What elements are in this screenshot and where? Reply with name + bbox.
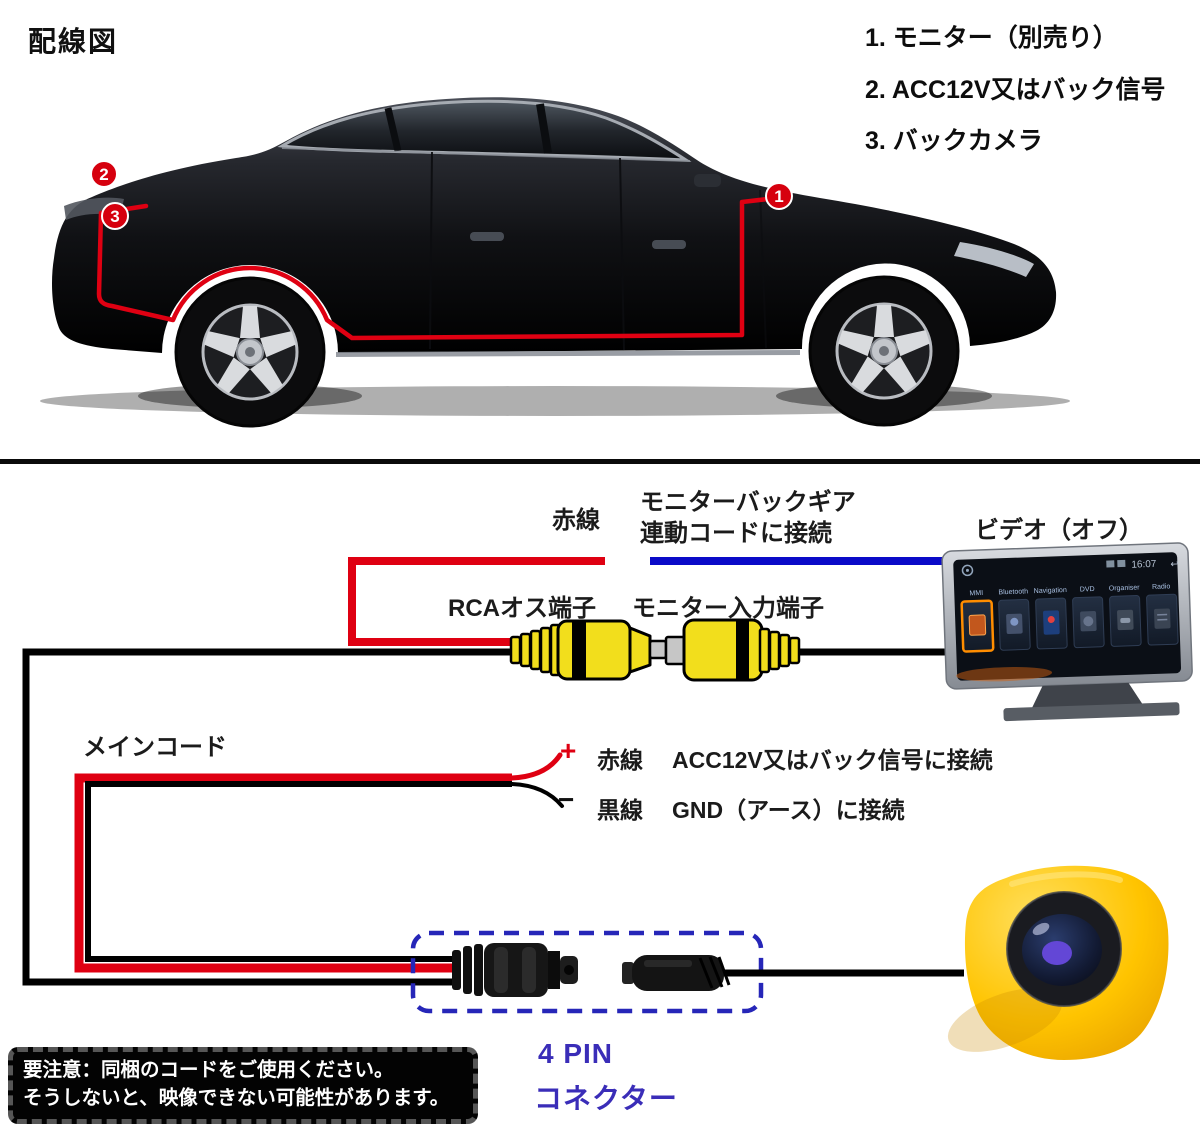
camera-lens-iris <box>1042 941 1072 965</box>
legend-item-acc: 2. ACC12V又はバック信号 <box>865 76 1166 104</box>
menu-label: DVD <box>1080 586 1095 594</box>
rocker-trim <box>336 350 800 357</box>
door-handle-rear <box>470 232 504 241</box>
menu-label: Organiser <box>1109 584 1141 592</box>
legend-item-camera: 3. バックカメラ <box>865 127 1043 155</box>
rca-female-connector <box>664 618 801 682</box>
black-branch-curve <box>510 782 564 808</box>
headlight <box>954 242 1034 277</box>
status-icon <box>1117 559 1126 568</box>
red-wire-label: 赤線 <box>552 507 600 534</box>
gnd-wire-text: GND（アース）に接続 <box>672 797 905 823</box>
marker-2: 2 <box>90 160 118 188</box>
rca-pin <box>648 639 668 660</box>
marker-1-number: 1 <box>774 187 783 206</box>
menu-label: Bluetooth <box>998 588 1028 596</box>
car-windows <box>277 99 692 162</box>
main-cord-black-wire <box>85 781 512 962</box>
four-pin-label-line2: コネクター <box>534 1083 678 1114</box>
red-trigger-wire <box>348 557 605 646</box>
video-off-label: ビデオ（オフ） <box>975 517 1143 544</box>
page-title: 配線図 <box>28 26 119 57</box>
red-branch-curve <box>509 752 563 781</box>
monitor: 16:07 ↩ MMI Bluetooth Navigation DVD Org… <box>941 542 1193 722</box>
gear-cord-line2: 連動コードに接続 <box>640 520 832 547</box>
car-red-wire-route <box>96 196 771 341</box>
menu-label: Radio <box>1152 583 1171 591</box>
beltline-trim <box>281 147 691 162</box>
monitor-clock: 16:07 <box>1131 559 1157 571</box>
four-pin-male-connector <box>452 943 578 997</box>
warning-line2: そうしないと、映像できない可能性があります。 <box>23 1087 450 1110</box>
four-pin-female-connector <box>622 955 731 991</box>
taillight <box>64 197 124 220</box>
section-divider <box>0 459 1200 464</box>
backup-camera <box>947 865 1169 1060</box>
menu-label: Navigation <box>1034 587 1067 595</box>
rear-wheel <box>174 276 326 428</box>
gear-cord-line1: モニターバックギア <box>640 489 856 516</box>
video-cable <box>22 648 513 986</box>
back-arrow-icon: ↩ <box>1170 559 1179 570</box>
brand-logo-icon <box>961 564 974 577</box>
monitor-stand <box>1031 682 1144 710</box>
wiring-diagram: 16:07 ↩ MMI Bluetooth Navigation DVD Org… <box>22 542 1193 1060</box>
menu-label: MMI <box>969 590 983 597</box>
marker-3-number: 3 <box>110 207 119 226</box>
menu-tiles <box>960 593 1179 653</box>
marker-1: 1 <box>765 182 793 210</box>
front-wheel <box>808 275 960 427</box>
warning-box: 要注意：同梱のコードをご使用ください。 そうしないと、映像できない可能性がありま… <box>8 1047 478 1124</box>
acc-wire-text: ACC12V又はバック信号に接続 <box>672 747 993 773</box>
acc-wire-label: 赤線 <box>597 747 643 773</box>
main-cord-label: メインコード <box>83 734 227 761</box>
plus-sign: + <box>560 735 577 766</box>
rca-male-label: RCAオス端子 <box>448 595 596 622</box>
fender-seam <box>759 189 767 349</box>
marker-3: 3 <box>101 202 129 230</box>
four-pin-label-line1: 4 PIN <box>538 1038 614 1069</box>
car-body <box>52 97 1057 353</box>
side-mirror <box>694 174 721 187</box>
marker-2-number: 2 <box>99 165 108 184</box>
rca-male-connector <box>509 619 668 681</box>
car-illustration: 2 3 1 <box>40 97 1070 428</box>
door-handle-front <box>652 240 686 249</box>
b-pillar <box>536 103 552 154</box>
gnd-wire-label: 黒線 <box>597 797 643 823</box>
status-icon <box>1106 560 1115 568</box>
window-divider <box>384 107 402 152</box>
main-cord-red-wire <box>74 773 512 973</box>
door-seam-front <box>619 157 625 351</box>
minus-sign: − <box>558 784 575 815</box>
door-seam-rear <box>429 151 433 350</box>
warning-line1: 要注意：同梱のコードをご使用ください。 <box>23 1059 394 1081</box>
legend-item-monitor: 1. モニター（別売り） <box>865 24 1118 52</box>
monitor-input-label: モニター入力端子 <box>632 595 824 622</box>
gear-cord-label: モニターバックギア 連動コードに接続 <box>640 487 856 549</box>
monitor-base <box>1003 702 1180 722</box>
